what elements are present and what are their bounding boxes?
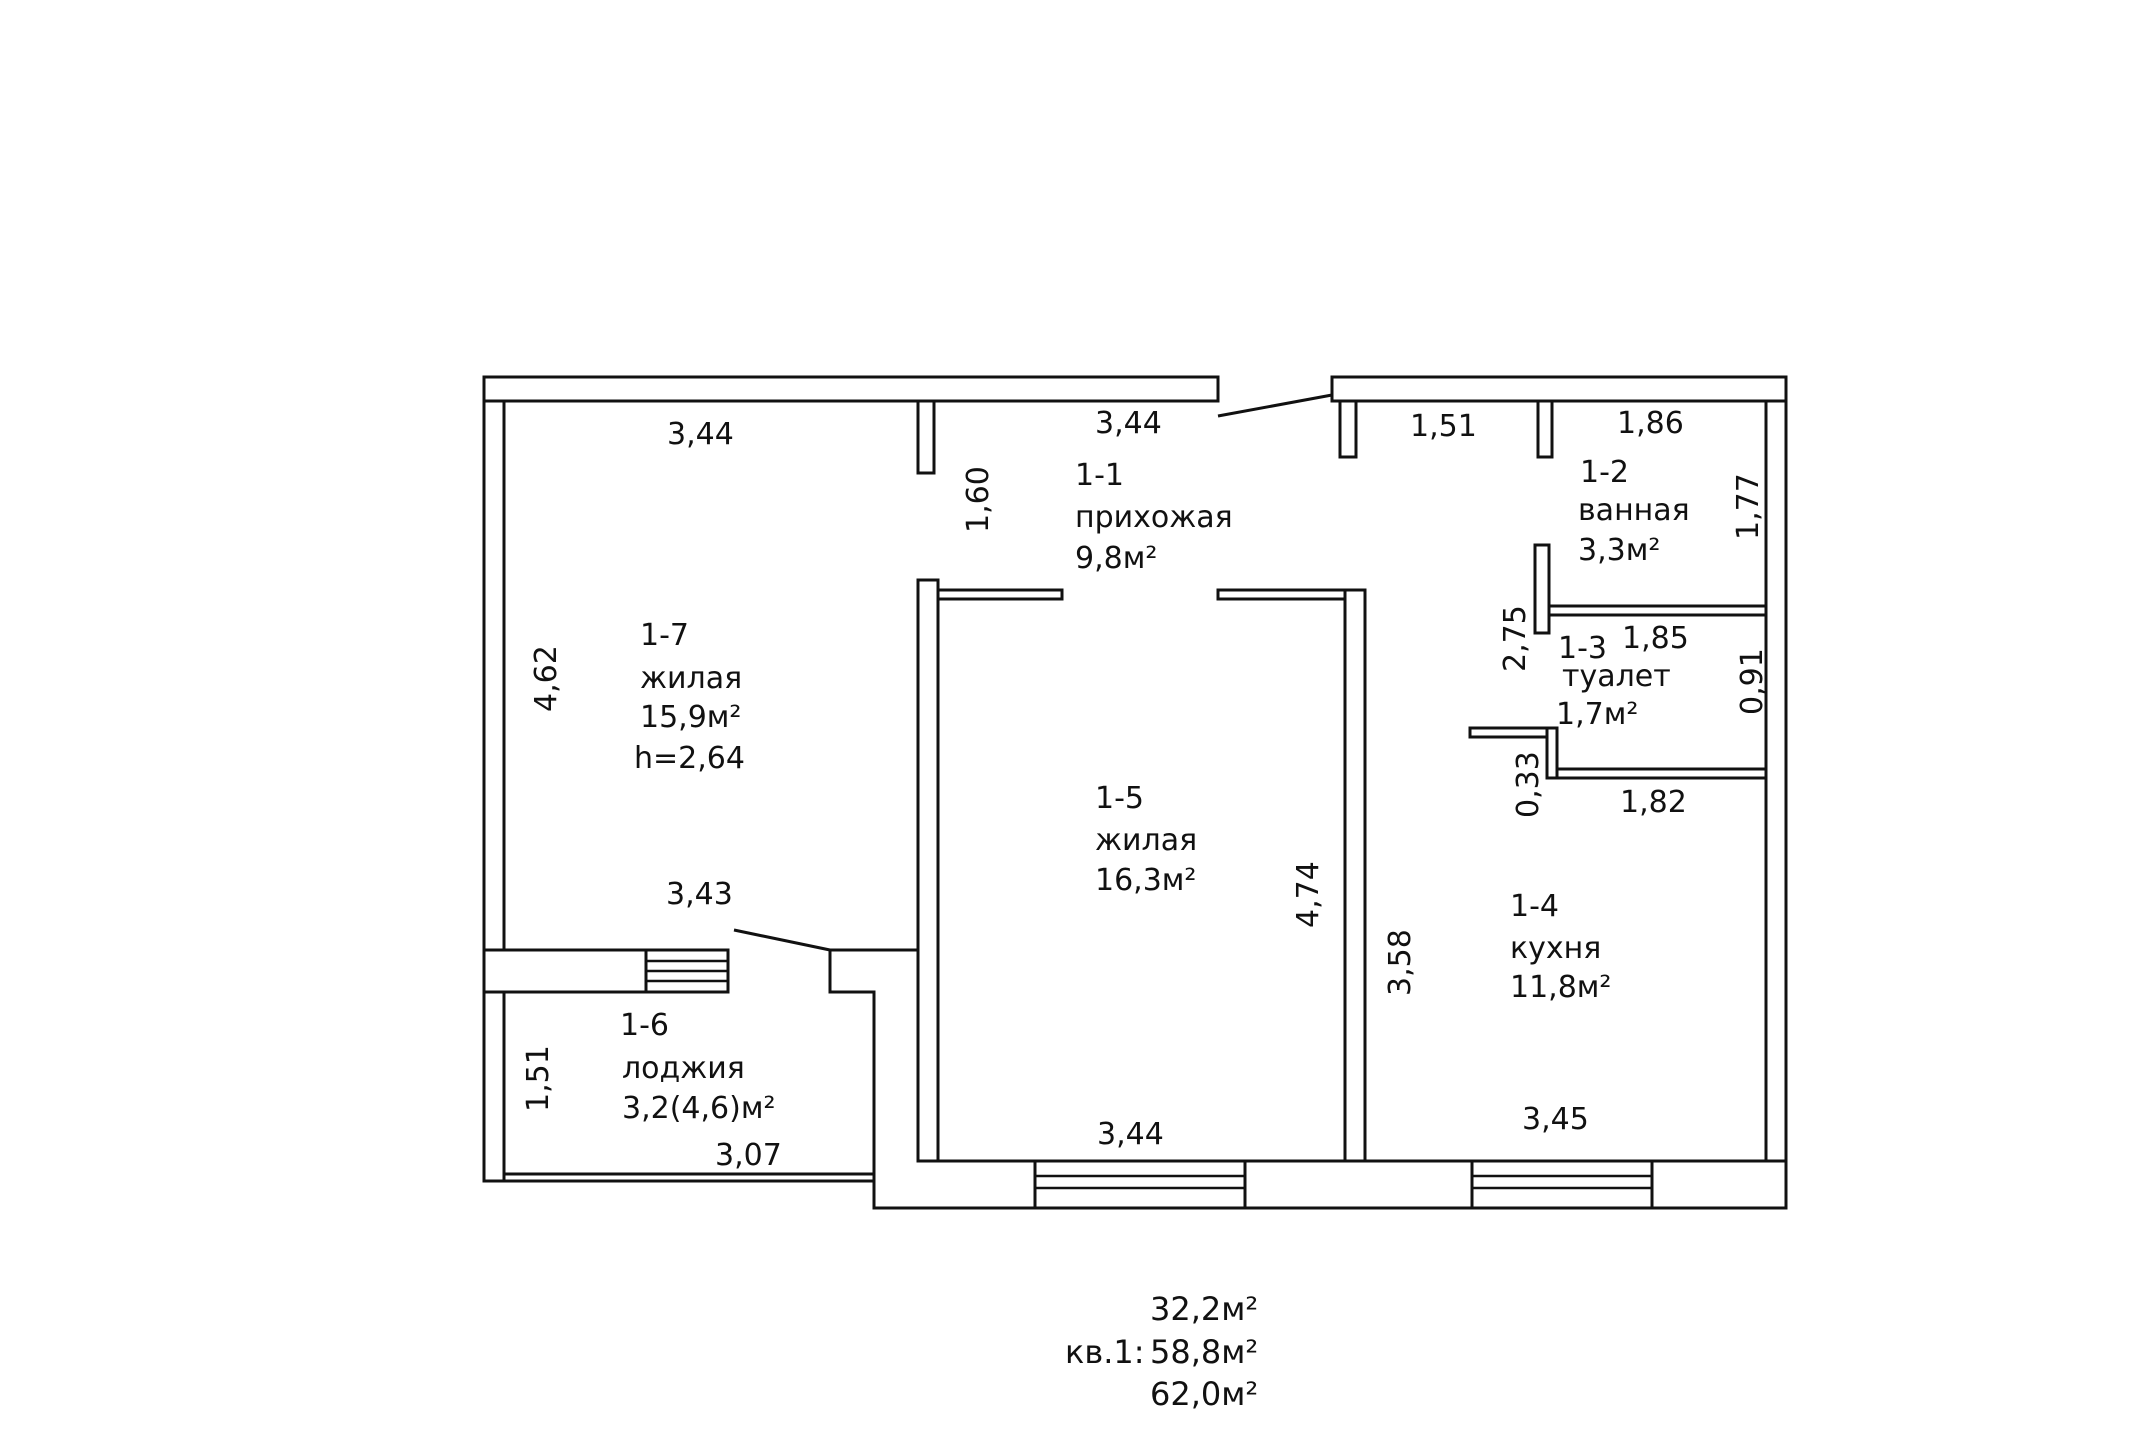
room-name: жилая <box>640 661 742 696</box>
room-1-7: 1-7 жилая 15,9м² h=2,64 <box>634 618 745 776</box>
dim-bath-left: 1,51 <box>1410 409 1477 444</box>
dim-r7-side: 4,62 <box>529 645 564 712</box>
room-1-5: 1-5 жилая 16,3м² <box>1095 781 1197 898</box>
dim-wc-top: 1,85 <box>1622 621 1689 656</box>
dim-loggia-side: 1,51 <box>521 1045 556 1112</box>
total-with-loggia: 62,0м² <box>1150 1375 1258 1413</box>
dim-kitchen-side: 3,58 <box>1383 929 1418 996</box>
dim-bath-right: 1,86 <box>1617 406 1684 441</box>
wall-r5-left <box>916 578 940 1163</box>
wall-wc-bottom <box>1545 767 1768 780</box>
room-id: 1-6 <box>620 1008 669 1043</box>
window-kitchen-frame <box>1470 1159 1654 1210</box>
wall-wc-ledge <box>1468 726 1549 739</box>
wall-r5-right <box>1343 588 1367 1163</box>
room-id: 1-2 <box>1580 455 1629 490</box>
room-name: кухня <box>1510 931 1601 966</box>
room-area: 3,2(4,6)м² <box>622 1091 776 1126</box>
room-area: 11,8м² <box>1510 970 1611 1005</box>
wall-top-left <box>482 375 1220 403</box>
dim-hall-side: 1,60 <box>961 466 996 533</box>
loggia-railing <box>502 1172 876 1183</box>
room-1-6: 1-6 лоджия 3,2(4,6)м² <box>620 1008 776 1126</box>
dim-wc-left: 2,75 <box>1498 605 1533 672</box>
dim-wc-small: 0,33 <box>1511 751 1546 818</box>
room-name: жилая <box>1095 823 1197 858</box>
dim-r5-bottom: 3,44 <box>1097 1117 1164 1152</box>
wall-hall-left-stub <box>936 588 1064 601</box>
room-area: 15,9м² <box>640 700 741 735</box>
room-1-3: 1-3 туалет 1,7м² <box>1556 631 1671 732</box>
wall-loggia-left <box>482 990 506 1183</box>
total-prefix: кв.1: <box>1065 1333 1145 1371</box>
wall-top-right <box>1330 375 1788 403</box>
dim-r5-side: 4,74 <box>1291 861 1326 928</box>
walls <box>482 375 1788 1210</box>
room-id: 1-1 <box>1075 458 1124 493</box>
room-name: ванная <box>1578 493 1690 528</box>
wall-right-outer <box>1764 399 1788 1163</box>
dim-wc-side: 0,91 <box>1735 648 1770 715</box>
room-name: лоджия <box>622 1051 745 1086</box>
total-general: 58,8м² <box>1150 1333 1258 1371</box>
room-area: 9,8м² <box>1075 541 1157 576</box>
room-name: туалет <box>1562 659 1671 694</box>
wall-r7-stub <box>916 399 936 475</box>
room-id: 1-4 <box>1510 889 1559 924</box>
area-totals: 32,2м² кв.1: 58,8м² 62,0м² <box>1065 1290 1258 1413</box>
wall-wc-top <box>1547 604 1768 617</box>
dimensions: 3,44 3,44 1,60 1,51 1,86 1,77 4,62 1,85 … <box>521 406 1770 1173</box>
dim-r7-top: 3,44 <box>667 417 734 452</box>
room-area: 16,3м² <box>1095 863 1196 898</box>
wall-left-outer <box>482 399 506 952</box>
room-area: 3,3м² <box>1578 533 1660 568</box>
room-id: 1-3 <box>1558 631 1607 666</box>
room-1-4: 1-4 кухня 11,8м² <box>1510 889 1611 1005</box>
window-r5-frame <box>1033 1159 1247 1210</box>
loggia-door-line <box>733 928 831 952</box>
room-1-1: 1-1 прихожая 9,8м² <box>1075 458 1233 576</box>
total-living: 32,2м² <box>1150 1290 1258 1328</box>
wall-loggia-top <box>482 948 648 994</box>
dim-bath-height: 1,77 <box>1731 473 1766 540</box>
wall-bath-stub-left <box>1533 543 1551 635</box>
wall-hall-right-stub <box>1216 588 1347 601</box>
room-name: прихожая <box>1075 500 1233 535</box>
dim-kitchen-bottom: 3,45 <box>1522 1102 1589 1137</box>
room-area: 1,7м² <box>1556 697 1638 732</box>
wall-hall-bath-stub <box>1338 399 1358 459</box>
dim-kitchen-top: 1,82 <box>1620 785 1687 820</box>
room-id: 1-7 <box>640 618 689 653</box>
entrance-door-line <box>1217 393 1333 418</box>
room-1-2: 1-2 ванная 3,3м² <box>1578 455 1690 568</box>
dim-loggia-bottom: 3,07 <box>715 1138 782 1173</box>
wall-bath-stub-top <box>1536 399 1554 459</box>
dim-r7-bottom: 3,43 <box>666 877 733 912</box>
dim-hall-top: 3,44 <box>1095 406 1162 441</box>
room-id: 1-5 <box>1095 781 1144 816</box>
wall-wc-side <box>1545 726 1559 780</box>
room-height: h=2,64 <box>634 741 745 776</box>
